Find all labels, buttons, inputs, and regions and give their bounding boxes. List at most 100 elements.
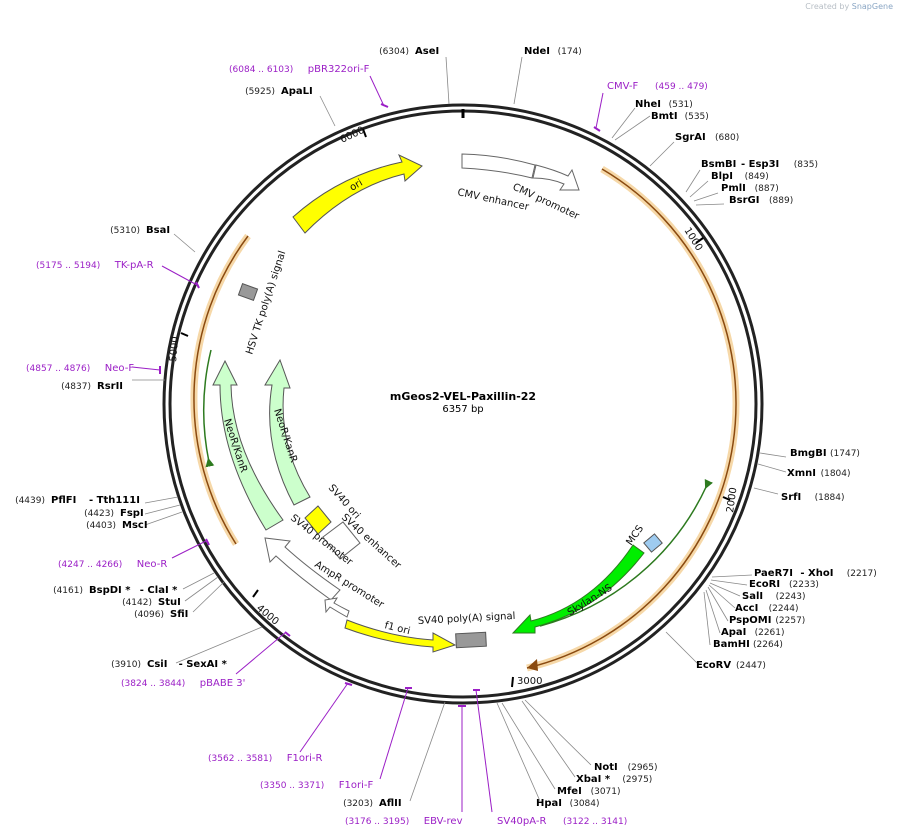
primer-range: (3176 .. 3195) xyxy=(345,817,409,827)
enzyme-name: CsiI xyxy=(147,659,167,670)
primer-range: (459 .. 479) xyxy=(655,82,708,92)
enzyme-name: SalI xyxy=(742,591,763,602)
enzyme-position: (2257) xyxy=(775,616,805,626)
primer-name: pBABE 3' xyxy=(200,678,246,689)
ruler-tick-label: 5000 xyxy=(168,336,181,362)
enzyme-name: NheI xyxy=(635,99,661,110)
enzyme-position: (3071) xyxy=(591,787,621,797)
enzyme-name: RsrII xyxy=(97,381,123,392)
feature-sv40-polya xyxy=(455,631,487,649)
enzyme-position: (4423) xyxy=(84,509,114,519)
feature-neor-inner xyxy=(264,358,311,506)
enzyme-position: (4142) xyxy=(122,598,152,608)
enzyme-position: (5925) xyxy=(245,87,275,97)
site-lines xyxy=(132,56,787,802)
orf-arc-skylan xyxy=(526,165,740,672)
enzyme-position: (4161) xyxy=(53,586,83,596)
enzyme-position: (2243) xyxy=(776,592,806,602)
feature-neor-outer xyxy=(212,359,284,531)
primer-name: Neo-R xyxy=(137,559,168,570)
enzyme-position: (835) xyxy=(794,160,818,170)
enzyme-position: (1884) xyxy=(815,493,845,503)
feature-sv40-enhancer xyxy=(322,521,361,560)
enzyme-name: AccI xyxy=(735,603,758,614)
enzyme-position: (889) xyxy=(769,196,793,206)
enzyme-name: SfiI xyxy=(170,609,188,620)
primer-name: TK-pA-R xyxy=(114,260,154,271)
enzyme-position: (2217) xyxy=(847,569,877,579)
enzyme-position: (174) xyxy=(558,47,582,57)
enzyme-position: (680) xyxy=(715,133,739,143)
orf-line-skylan xyxy=(539,479,713,627)
enzyme-name: MfeI xyxy=(557,786,582,797)
enzyme-name: BmtI xyxy=(651,111,678,122)
enzyme-name: BsrGI xyxy=(729,195,759,206)
enzyme-position: (4403) xyxy=(86,521,116,531)
feature-cmv-enhancer xyxy=(461,153,536,179)
enzyme-position: (3084) xyxy=(570,799,600,809)
primer-lines xyxy=(131,75,604,813)
enzyme-name: StuI xyxy=(158,597,181,608)
primer-range: (3824 .. 3844) xyxy=(121,679,185,689)
feature-label: HSV TK poly(A) signal xyxy=(244,250,288,356)
feature-cmv-promoter xyxy=(532,164,580,191)
enzyme-alt-name: - SexAI * xyxy=(179,659,228,670)
enzyme-name: XmnI xyxy=(787,468,816,479)
enzyme-name: PmlI xyxy=(721,183,746,194)
primer-range: (3562 .. 3581) xyxy=(208,754,272,764)
ring-ticks xyxy=(180,128,731,688)
enzyme-position: (1804) xyxy=(821,469,851,479)
primer-name: EBV-rev xyxy=(424,816,463,827)
enzyme-position: (2233) xyxy=(789,580,819,590)
enzyme-name: BlpI xyxy=(711,171,733,182)
enzyme-name: FspI xyxy=(120,508,144,519)
orf-line-neo xyxy=(203,349,215,468)
enzyme-name: BsaI xyxy=(146,225,170,236)
enzyme-name: HpaI xyxy=(536,798,562,809)
enzyme-alt-name: - ClaI * xyxy=(140,585,178,596)
enzyme-position: (6304) xyxy=(379,47,409,57)
enzyme-position: (849) xyxy=(745,172,769,182)
primer-range: (3350 .. 3371) xyxy=(260,781,324,791)
primer-name: pBR322ori-F xyxy=(308,64,370,75)
enzyme-name: ApaLI xyxy=(281,86,313,97)
enzyme-alt-name: - Tth111I xyxy=(89,495,140,506)
backbone-outer xyxy=(162,103,764,705)
feature-sv40-ori xyxy=(304,505,332,535)
primer-name: SV40pA-R xyxy=(497,816,546,827)
enzyme-name: PspOMI xyxy=(729,615,771,626)
feature-label: MCS xyxy=(624,523,646,547)
enzyme-position: (2975) xyxy=(622,775,652,785)
enzyme-name: ApaI xyxy=(721,627,746,638)
primer-range: (6084 .. 6103) xyxy=(229,65,293,75)
enzyme-alt-name: - XhoI xyxy=(800,568,833,579)
enzyme-position: (2965) xyxy=(628,763,658,773)
feature-mcs xyxy=(643,533,663,553)
feature-ori xyxy=(292,153,423,234)
orf-arrow-skylan xyxy=(527,659,538,671)
ruler-tick-label: 6000 xyxy=(339,125,367,146)
feature-hsv-polya xyxy=(237,282,259,302)
enzyme-position: (3910) xyxy=(111,660,141,670)
feature-sv40-promoter xyxy=(264,537,341,601)
feature-f1-ori xyxy=(344,619,457,653)
primer-name: F1ori-F xyxy=(339,780,374,791)
primer-range: (3122 .. 3141) xyxy=(563,817,627,827)
enzyme-position: (2261) xyxy=(755,628,785,638)
enzyme-name: BspDI * xyxy=(89,585,131,596)
enzyme-name: SgrAI xyxy=(675,132,706,143)
enzyme-name: PaeR7I xyxy=(754,568,793,579)
enzyme-position: (1747) xyxy=(830,449,860,459)
enzyme-name: BmgBI xyxy=(790,448,827,459)
feature-label: SV40 poly(A) signal xyxy=(418,611,516,627)
enzyme-position: (4096) xyxy=(134,610,164,620)
enzyme-position: (4439) xyxy=(15,496,45,506)
enzyme-name: PflFI xyxy=(51,495,76,506)
enzyme-name: NotI xyxy=(594,762,618,773)
enzyme-position: (887) xyxy=(755,184,779,194)
enzyme-position: (5310) xyxy=(110,226,140,236)
enzyme-position: (2447) xyxy=(736,661,766,671)
ruler-tick-label: 3000 xyxy=(517,676,542,687)
enzyme-position: (531) xyxy=(669,100,693,110)
enzyme-position: (3203) xyxy=(343,799,373,809)
